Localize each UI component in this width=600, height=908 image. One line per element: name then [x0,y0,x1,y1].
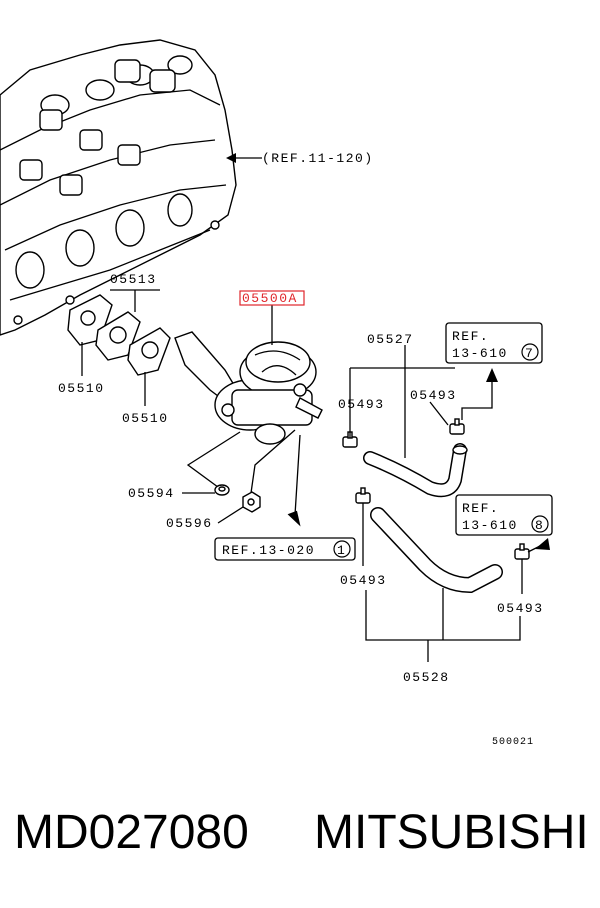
label-05493-a: 05493 [338,397,385,412]
highlight-box [239,290,305,306]
ref-13-610-8-line2: 13-610 [462,518,518,533]
diagram-code: 500021 [492,737,534,748]
hose-05528 [370,507,503,594]
nut-05596 [242,491,261,513]
parts-diagram: (REF.11-120) 05513 05510 05510 05500A [0,39,553,748]
ref-13-610-7-box[interactable]: REF. 13-610 7 [445,322,543,364]
gasket-05510-b [127,327,171,376]
label-05594: 05594 [128,486,175,501]
fuel-pump-drawing [174,331,323,445]
hose-05527 [363,443,468,498]
label-05513: 05513 [110,272,157,287]
ref-13-610-7-line2: 13-610 [452,346,508,361]
label-05596: 05596 [166,516,213,531]
ref-13-020-num: 1 [337,543,345,558]
cylinder-head-drawing [0,39,237,336]
ref-13-610-8-box[interactable]: REF. 13-610 8 [455,494,553,536]
washer-05594 [214,484,230,496]
clamp-05493-b [449,418,465,435]
caption: MD027080 MITSUBISHI [0,805,600,875]
label-05528: 05528 [403,670,450,685]
clamp-05493-d [514,543,530,560]
ref-13-610-8-num: 8 [535,518,543,533]
ref-13-020-label: REF.13-020 [222,543,315,558]
clamp-05493-c [355,487,371,504]
part-number: MD027080 [14,806,249,859]
ref-11-120-callout[interactable]: (REF.11-120) [226,151,374,166]
ref-13-610-8-line1: REF. [462,501,499,516]
brand-name: MITSUBISHI [314,806,589,859]
label-05500a[interactable]: 05500A [242,291,298,306]
ref-13-610-7-num: 7 [525,346,533,361]
label-05510-b: 05510 [122,411,169,426]
ref-13-020-box[interactable]: REF.13-020 1 [214,537,356,561]
label-05493-c: 05493 [340,573,387,588]
label-05527: 05527 [367,332,414,347]
label-05493-b: 05493 [410,388,457,403]
ref-13-610-7-line1: REF. [452,329,489,344]
label-05510-a: 05510 [58,381,105,396]
label-05493-d: 05493 [497,601,544,616]
ref-11-120-label: (REF.11-120) [262,151,374,166]
